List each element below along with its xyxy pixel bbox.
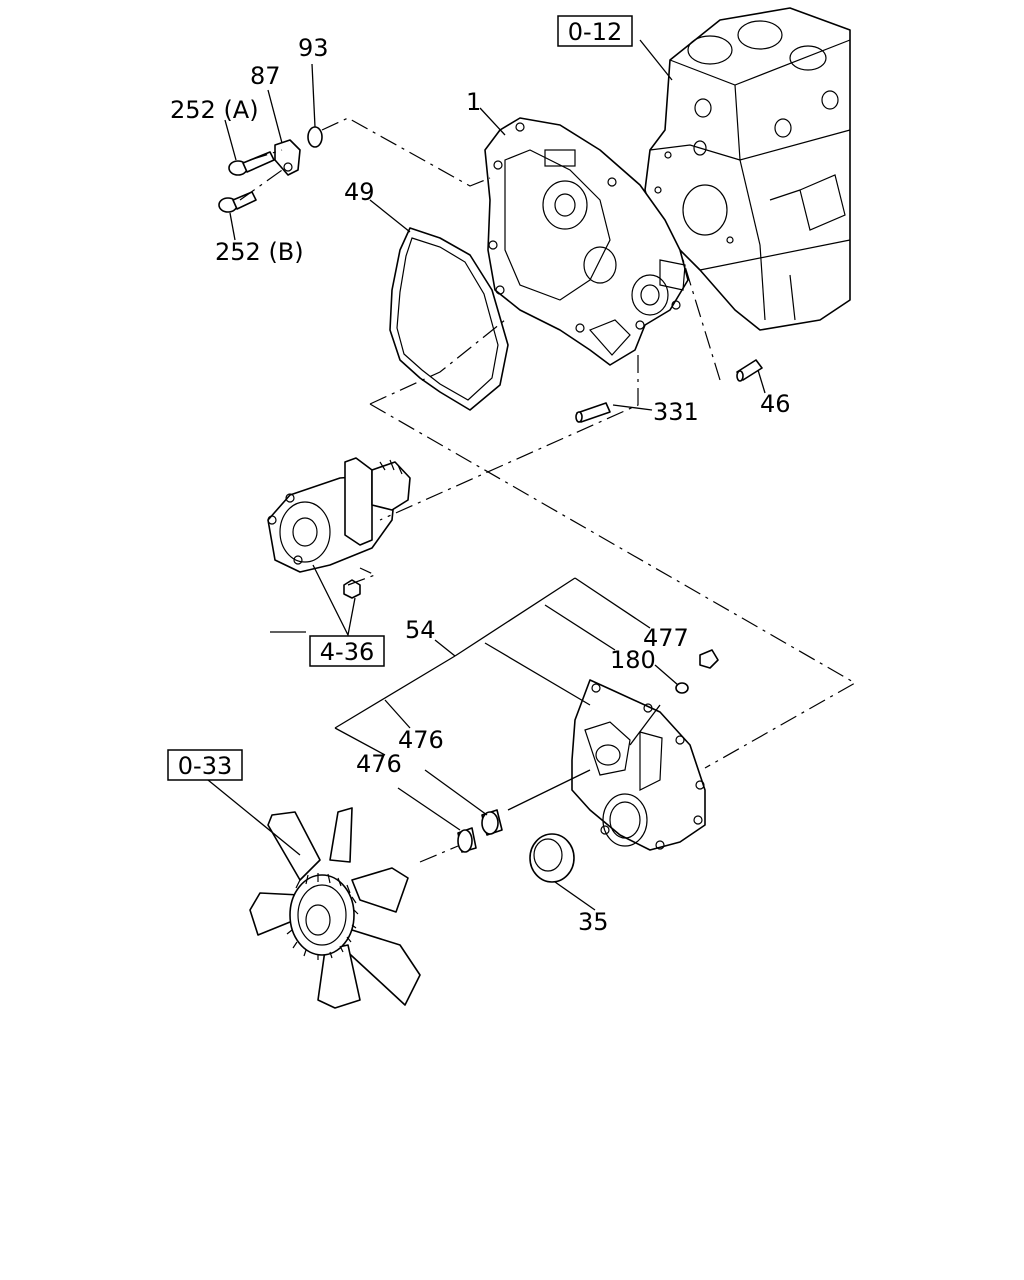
svg-text:0-12: 0-12 <box>568 18 622 46</box>
dash-dot-lines <box>239 117 857 863</box>
label-476-lower: 476 <box>356 750 402 778</box>
collar-476-a <box>457 827 477 853</box>
label-331: 331 <box>653 398 699 426</box>
label-35: 35 <box>578 908 609 936</box>
label-252b: 252 (B) <box>215 238 304 266</box>
reference-box-0-12[interactable]: 0-12 <box>557 15 633 47</box>
nut <box>343 579 361 599</box>
label-477: 477 <box>643 624 689 652</box>
label-54: 54 <box>405 616 436 644</box>
pump-assembly <box>267 457 411 573</box>
cooling-fan <box>249 807 421 1009</box>
label-49: 49 <box>344 178 375 206</box>
label-180: 180 <box>610 646 656 674</box>
leader-lines <box>207 39 766 911</box>
oil-seal <box>529 833 575 883</box>
label-252a: 252 (A) <box>170 96 259 124</box>
label-87: 87 <box>250 62 281 90</box>
engine-block <box>644 7 851 331</box>
bolt-252-b <box>218 191 257 213</box>
washer <box>675 682 689 694</box>
part-labels: 93 87 252 (A) 252 (B) 1 49 331 46 54 477… <box>170 34 791 936</box>
timing-case-plate <box>484 117 689 366</box>
svg-text:0-33: 0-33 <box>178 752 232 780</box>
gasket <box>389 227 509 411</box>
label-476-upper: 476 <box>398 726 444 754</box>
front-cover <box>571 679 706 851</box>
svg-text:4-36: 4-36 <box>320 638 374 666</box>
gasket-inner-edge <box>396 237 499 401</box>
bracket <box>274 139 301 176</box>
stud-46 <box>736 359 763 382</box>
label-93: 93 <box>298 34 329 62</box>
o-ring <box>307 126 323 148</box>
reference-box-0-33[interactable]: 0-33 <box>167 749 243 781</box>
collar-476-b <box>481 809 503 836</box>
label-1: 1 <box>466 88 481 116</box>
reference-box-4-36[interactable]: 4-36 <box>309 635 385 667</box>
stud-331 <box>575 402 611 423</box>
plug <box>699 649 719 669</box>
label-46: 46 <box>760 390 791 418</box>
bolt-252-a <box>228 151 275 176</box>
